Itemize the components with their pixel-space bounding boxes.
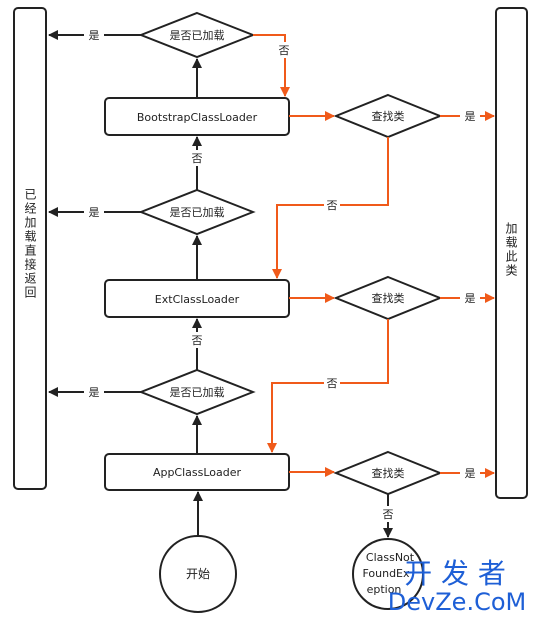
class-not-found-node [352,538,424,610]
watermark-line1: 开 发 者 [404,557,506,590]
class-not-found-line3: eption [367,583,402,596]
decision-ext-find-label: 查找类 [372,291,405,305]
label-no-bootstrap: 否 [279,44,290,57]
label-yes-find-3: 是 [465,467,476,480]
ext-loader-label: ExtClassLoader [155,293,240,306]
arrow-bootstrap-loaded-no [253,34,290,97]
start-node-label: 开始 [186,567,210,581]
label-no-ext-up: 否 [192,152,203,165]
label-yes-find-1: 是 [465,110,476,123]
watermark-line2: DevZe.CoM [388,588,526,616]
bootstrap-loader-label: BootstrapClassLoader [137,111,258,124]
decision-app-loaded [138,368,256,416]
label-no-find-2: 否 [327,377,338,390]
class-not-found-line2: FoundEx [362,567,410,580]
app-loader-label: AppClassLoader [153,466,242,479]
decision-app-loaded-label: 是否已加载 [170,386,225,399]
label-yes-2: 是 [89,206,100,219]
decision-ext-loaded-label: 是否已加载 [170,206,225,219]
right-panel-text: 加载此类 [504,222,518,278]
label-no-find-3: 否 [383,508,394,521]
decision-bootstrap-loaded [138,11,256,59]
label-no-app-up: 否 [192,334,203,347]
label-yes-find-2: 是 [465,292,476,305]
decision-ext-loaded [138,188,256,236]
label-no-find-1: 否 [327,199,338,212]
label-yes-3: 是 [89,386,100,399]
decision-bootstrap-find-label: 查找类 [372,109,405,123]
right-panel [495,7,528,499]
label-yes-1: 是 [89,29,100,42]
decision-bootstrap-loaded-label: 是否已加载 [170,29,225,42]
decision-app-find-label: 查找类 [372,466,405,480]
left-panel-text: 已经加载直接返回 [23,188,37,300]
class-not-found-line1: ClassNot [366,551,415,564]
left-panel [13,7,47,490]
